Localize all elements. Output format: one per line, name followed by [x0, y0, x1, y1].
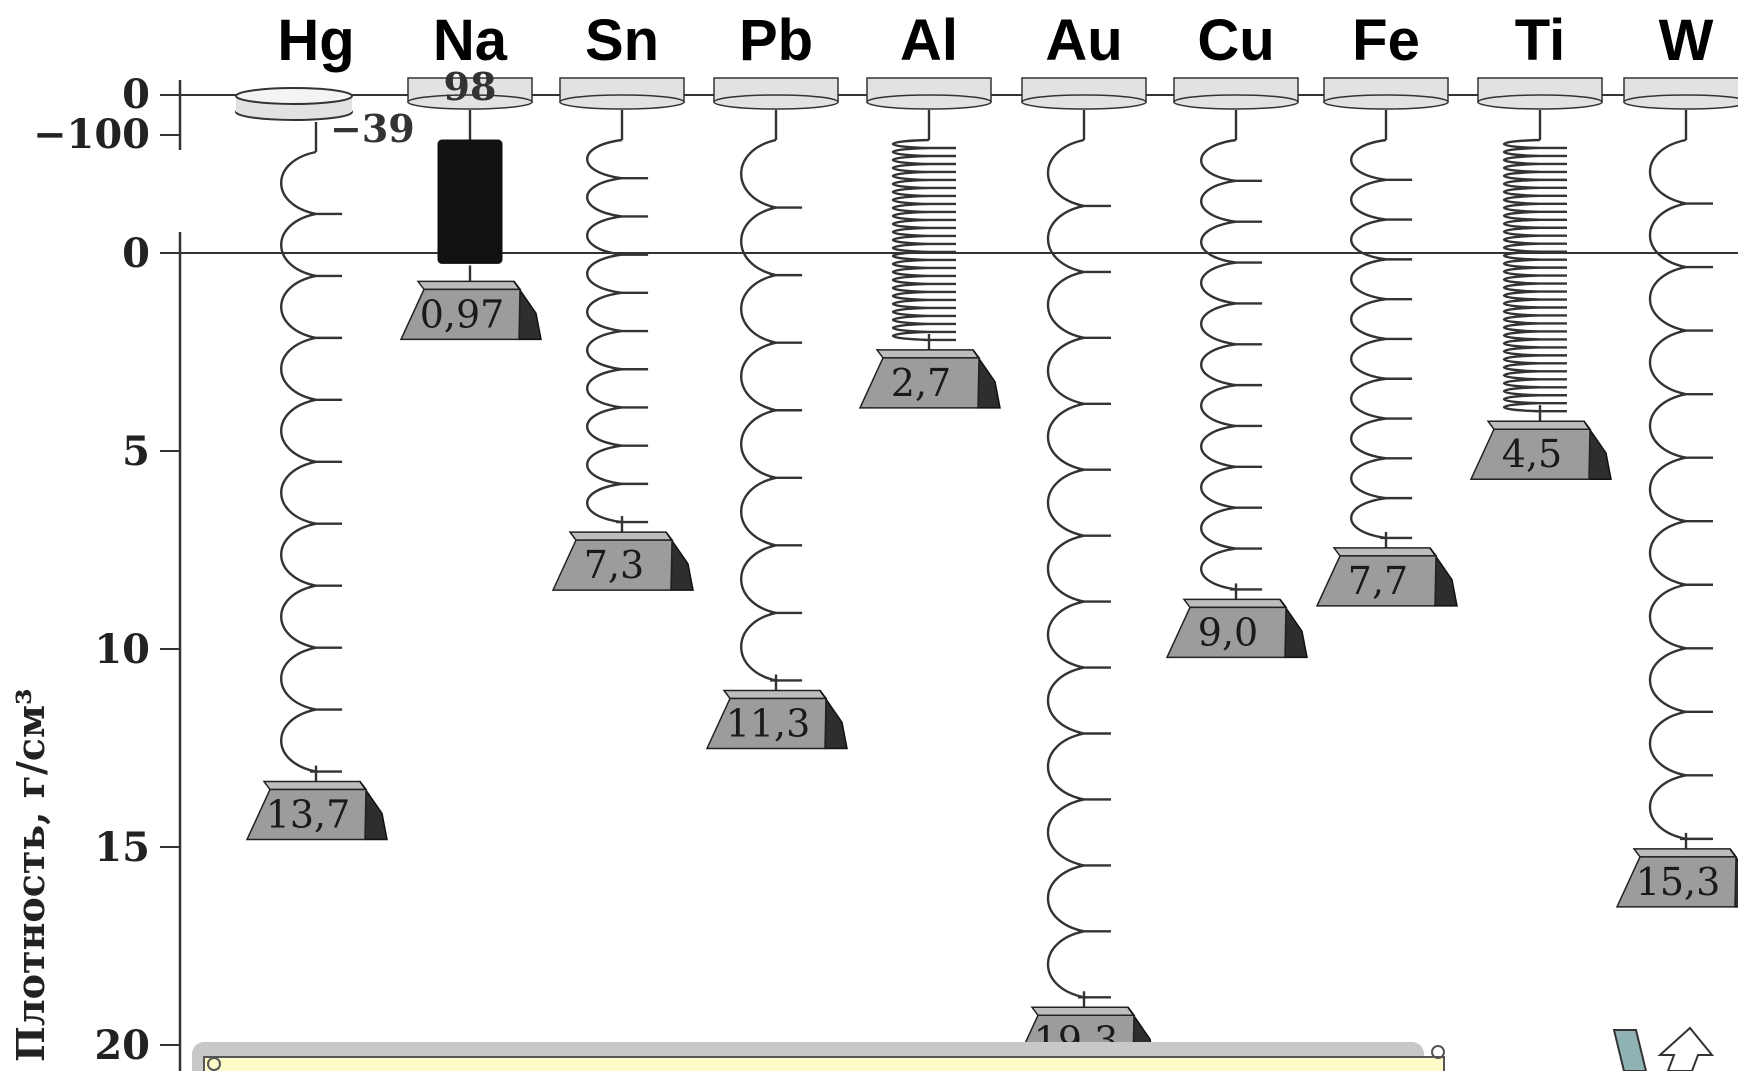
weight-side — [665, 531, 694, 591]
spring-coil — [1200, 138, 1263, 591]
bottom-layer — [192, 1026, 1715, 1071]
weight-side — [972, 349, 1001, 409]
metal-w: W 15,3 — [1615, 8, 1738, 908]
mount-cylinder-base — [407, 94, 533, 110]
weight-top — [722, 689, 828, 700]
weight-top — [568, 531, 674, 541]
metal-symbol: Au — [1045, 8, 1122, 73]
density-value-label: 9,0 — [1198, 610, 1258, 654]
density-tick-label-20: 20 — [94, 1022, 150, 1069]
density-tick-label-5: 5 — [122, 428, 150, 475]
spring-coil — [1648, 138, 1713, 841]
weight-face — [399, 288, 521, 341]
metal-fe: Fe 7,7 — [1315, 8, 1458, 607]
metal-symbol: Ti — [1515, 8, 1566, 73]
metal-ti: Ti 4,5 — [1469, 8, 1612, 480]
weight-side — [1429, 547, 1458, 607]
weight-side — [1279, 598, 1308, 659]
spring-coil — [437, 139, 503, 264]
y-axis-title: Плотность, г/см³ — [8, 688, 53, 1062]
mount-cylinder-base — [866, 94, 992, 110]
metal-hg: Hg −39 13,7 — [235, 8, 415, 841]
spring-coil — [1047, 138, 1111, 999]
spring-coil — [1503, 138, 1567, 413]
melting-point-label: 98 — [444, 64, 497, 109]
weight-side — [359, 781, 388, 841]
weight-face — [1165, 606, 1287, 659]
metal-symbol: Hg — [277, 8, 354, 73]
weight-top — [262, 780, 368, 791]
mount-cylinder-base — [1477, 94, 1603, 110]
banner-panel — [203, 1056, 1445, 1071]
metals-layer: Hg−3913,7Na980,97Sn7,3Pb11,3Al2,7Au19,3C… — [235, 8, 1738, 1067]
spring-coil — [740, 138, 803, 682]
weight-face — [705, 697, 827, 750]
density-tick-label-10: 10 — [94, 626, 150, 673]
mount-cylinder-base — [713, 94, 839, 110]
banner-curl-right — [1431, 1045, 1445, 1059]
weight-face — [1315, 555, 1437, 607]
metal-symbol: Pb — [739, 8, 813, 73]
metal-symbol: Al — [900, 8, 958, 73]
spring-coil — [1350, 138, 1413, 540]
metal-symbol: Fe — [1352, 8, 1420, 73]
metal-al: Al 2,7 — [858, 8, 1001, 409]
density-value-label: 15,3 — [1636, 860, 1721, 904]
mount-cylinder-base — [1623, 94, 1738, 110]
weight-face — [858, 357, 980, 409]
density-value-label: 7,7 — [1348, 559, 1408, 603]
metal-symbol: Cu — [1197, 8, 1274, 73]
density-value-label: 11,3 — [726, 701, 811, 745]
upper-tick-label-1: −100 — [33, 111, 150, 158]
metal-symbol: Na — [433, 8, 508, 73]
mount-cylinder-base — [1173, 94, 1299, 110]
metal-sn: Sn 7,3 — [551, 8, 694, 591]
weight-top — [1486, 420, 1592, 430]
mount-cylinder-base — [1021, 94, 1147, 110]
weight-side — [819, 690, 848, 750]
density-tick-label-0: 0 — [122, 230, 150, 277]
spring-coil — [892, 138, 956, 342]
weight-top — [1030, 1006, 1136, 1017]
mount-cylinder-base — [559, 94, 685, 110]
weight-top — [1632, 848, 1738, 858]
metal-pb: Pb 11,3 — [705, 8, 848, 750]
density-value-label: 7,3 — [584, 543, 644, 587]
spring-coil — [280, 150, 343, 773]
metal-symbol: W — [1659, 8, 1714, 73]
spring-coil — [586, 138, 649, 524]
metal-symbol: Sn — [585, 8, 659, 73]
density-tick-label-15: 15 — [94, 824, 150, 871]
weight-face — [1469, 428, 1591, 480]
weight-face — [245, 788, 367, 841]
density-value-label: 13,7 — [266, 793, 351, 837]
weight-top — [1332, 547, 1438, 557]
mercury-dish-top — [235, 87, 353, 105]
density-value-label: 0,97 — [420, 292, 505, 336]
weight-top — [1182, 598, 1288, 609]
weight-face — [1615, 856, 1737, 908]
banner-curl-left — [207, 1057, 221, 1071]
axis-layer: 0 −100 Плотность, г/см³ 0 5 10 15 20 — [8, 71, 1738, 1071]
weight-face — [551, 539, 673, 591]
density-value-label: 2,7 — [891, 361, 951, 405]
melting-point-label: −39 — [330, 106, 415, 151]
mount-cylinder-base — [1323, 94, 1449, 110]
weight-top — [875, 349, 981, 359]
metal-cu: Cu 9,0 — [1165, 8, 1308, 659]
weight-side — [513, 280, 542, 341]
curved-arrows-icon — [1612, 1026, 1715, 1071]
density-value-label: 4,5 — [1502, 432, 1562, 476]
weight-side — [1583, 420, 1612, 480]
upper-tick-label-0: 0 — [122, 71, 150, 118]
weight-top — [416, 280, 522, 291]
